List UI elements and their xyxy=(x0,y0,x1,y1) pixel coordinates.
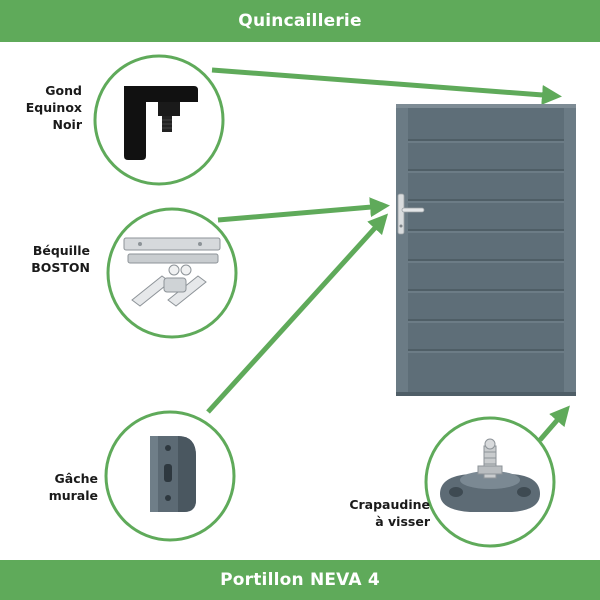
gate-illustration xyxy=(396,104,576,396)
strike-plate-icon xyxy=(150,436,196,512)
handle-label: Béquille BOSTON xyxy=(31,243,90,275)
gate-handle-lever xyxy=(401,207,425,213)
strike-circle xyxy=(104,410,236,542)
gate-stop-label: Crapaudine à visser xyxy=(349,497,430,529)
hinge-label: Gond Equinox Noir xyxy=(25,83,82,132)
arrow-to-gate-stop xyxy=(538,405,570,442)
arrow-to-hinge xyxy=(211,67,562,105)
hinge-circle xyxy=(93,54,225,186)
header-banner: Quincaillerie xyxy=(0,0,600,42)
handle-circle xyxy=(106,207,238,339)
footer-title: Portillon NEVA 4 xyxy=(220,570,380,590)
footer-banner: Portillon NEVA 4 xyxy=(0,560,600,600)
handle-icon xyxy=(123,237,221,307)
gate-stop-circle xyxy=(424,416,556,548)
hinge-icon xyxy=(124,86,198,160)
gate-stop-icon xyxy=(440,438,540,512)
gate-top-rail xyxy=(396,104,576,108)
gate-handle-plate xyxy=(397,193,405,235)
gate-left-post xyxy=(396,104,408,396)
header-title: Quincaillerie xyxy=(238,11,362,31)
gate-bottom-rail xyxy=(396,392,576,396)
arrow-to-handle xyxy=(217,197,390,223)
arrow-to-strike xyxy=(206,213,389,414)
strike-label: Gâche murale xyxy=(48,471,98,503)
gate-panel xyxy=(398,104,574,396)
gate-right-post xyxy=(564,104,576,396)
connector-arrows xyxy=(206,67,570,442)
